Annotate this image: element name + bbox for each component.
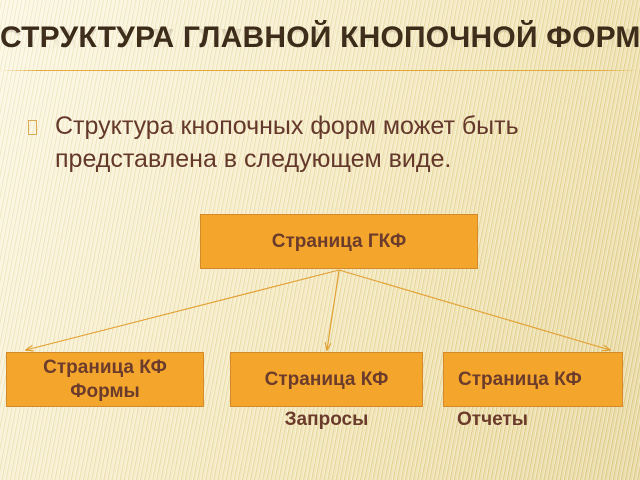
diagram-node-forms[interactable]: Страница КФ Формы — [6, 352, 204, 407]
diagram-node-queries-caption: Запросы — [284, 409, 369, 430]
diagram-node-reports[interactable]: Страница КФ — [443, 352, 623, 407]
diagram-node-forms-line1: Страница КФ — [43, 356, 167, 378]
diagram-node-queries[interactable]: Страница КФ — [230, 352, 423, 407]
title-divider — [0, 70, 640, 71]
bullet-marker-icon — [28, 120, 37, 135]
diagram-node-root[interactable]: Страница ГКФ — [200, 214, 478, 269]
page-title: Структура главной кнопочной формы — [0, 21, 640, 54]
diagram-node-reports-caption: Отчеты — [457, 409, 528, 430]
diagram-node-root-label: Страница ГКФ — [271, 230, 407, 252]
bullet-list-item: Структура кнопочных форм может быть пред… — [28, 110, 588, 176]
bullet-item-text: Структура кнопочных форм может быть пред… — [55, 112, 519, 173]
diagram-node-queries-label: Страница КФ — [264, 369, 389, 390]
diagram-node-reports-label: Страница КФ — [458, 369, 582, 390]
slide-title-area: Структура главной кнопочной формы Структ… — [0, 18, 640, 98]
diagram-node-forms-line2: Формы — [70, 380, 140, 402]
